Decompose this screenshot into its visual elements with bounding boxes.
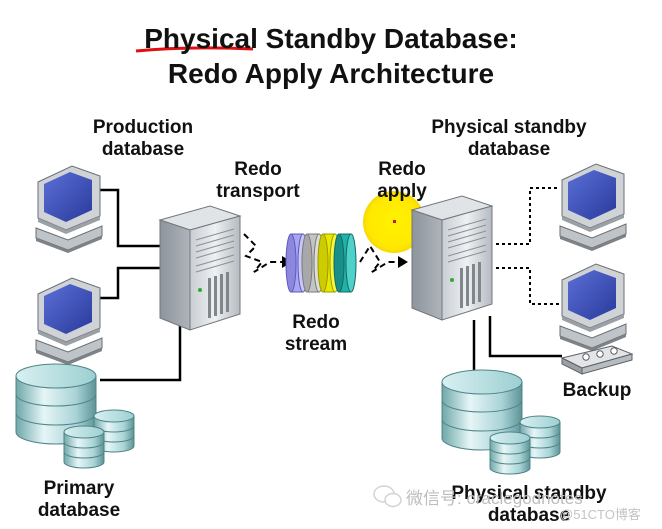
- redo-disk: [333, 233, 357, 293]
- production-database-label: Production database: [68, 117, 218, 161]
- redo-transport-label: Redo transport: [198, 159, 318, 203]
- label-line: Physical standby: [431, 117, 587, 138]
- redo-apply-label: Redo apply: [356, 159, 448, 203]
- label-line: Redo: [292, 312, 340, 333]
- title-line-1-rest: Standby Database:: [257, 23, 518, 54]
- cursor-dot: [393, 220, 396, 223]
- primary-connectors: [92, 188, 182, 382]
- watermark-text: 微信号: oraclegodnotes: [406, 489, 583, 508]
- standby-solid-connectors: [472, 316, 562, 372]
- title-underlined-word: Physical: [144, 23, 258, 54]
- label-line: Redo: [234, 159, 282, 180]
- label-line: stream: [284, 334, 348, 355]
- wechat-icon: [373, 485, 402, 508]
- page-title-line-1: Physical Standby Database:: [0, 22, 662, 56]
- page-title-line-2: Redo Apply Architecture: [167, 58, 495, 89]
- standby-server-icon: [411, 195, 493, 321]
- standby-dotted-connectors: [496, 187, 560, 305]
- redo-stream-label: Redo stream: [266, 312, 366, 356]
- label-line: transport: [216, 181, 300, 202]
- title-underline: [135, 46, 254, 53]
- standby-database-stack-icon: [441, 369, 561, 475]
- tape-backup-icon: [560, 345, 634, 375]
- label-line: database: [37, 500, 121, 521]
- redo-stream-disks: [285, 233, 357, 293]
- standby-client-monitor-icon: [559, 163, 627, 252]
- physical-standby-database-label-top: Physical standby database: [416, 117, 602, 161]
- standby-client-monitor-icon: [559, 263, 627, 352]
- backup-label: Backup: [562, 380, 632, 401]
- label-line: Redo: [378, 159, 426, 180]
- label-line: Physical standby: [451, 483, 607, 504]
- physical-standby-database-label-bottom: Physical standby database: [436, 483, 622, 527]
- label-line: database: [487, 505, 571, 526]
- label-line: apply: [377, 181, 427, 202]
- label-line: Production: [92, 117, 194, 138]
- production-client-monitor-icon: [35, 277, 103, 366]
- label-line: Primary: [43, 478, 115, 499]
- redo-transport-zigzag: [243, 233, 398, 273]
- primary-database-label: Primary database: [14, 478, 144, 522]
- watermark-subtext: @51CTO博客: [560, 507, 641, 522]
- primary-server-icon: [159, 205, 241, 331]
- label-line: database: [467, 139, 551, 160]
- label-line: database: [101, 139, 185, 160]
- production-client-monitor-icon: [35, 165, 103, 254]
